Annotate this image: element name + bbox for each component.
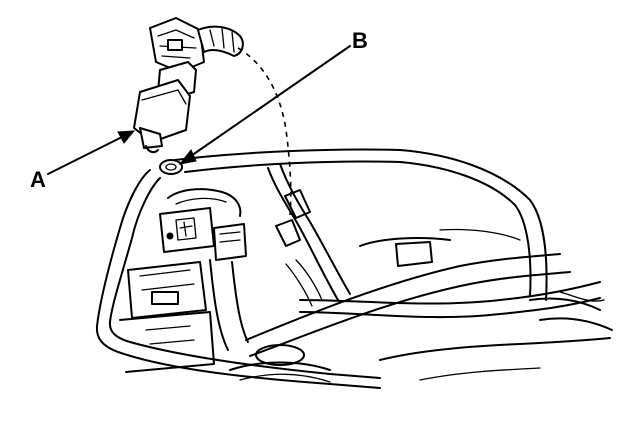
right-cable — [299, 281, 605, 319]
callout-label-b: B — [352, 28, 368, 53]
leader-b — [178, 45, 351, 165]
callout-label-a: A — [30, 167, 46, 192]
coolant-hose — [209, 253, 571, 357]
engine-block-right — [359, 228, 613, 381]
sensor-connector-a — [133, 17, 244, 154]
grommet-b — [159, 159, 183, 175]
wire-harness — [267, 163, 351, 307]
lower-housing — [119, 261, 215, 373]
wire-route-dashed — [237, 47, 292, 216]
lower-components — [229, 344, 331, 383]
engine-bay-frame — [95, 148, 548, 389]
relay-block — [159, 188, 247, 261]
leader-a — [47, 130, 136, 175]
